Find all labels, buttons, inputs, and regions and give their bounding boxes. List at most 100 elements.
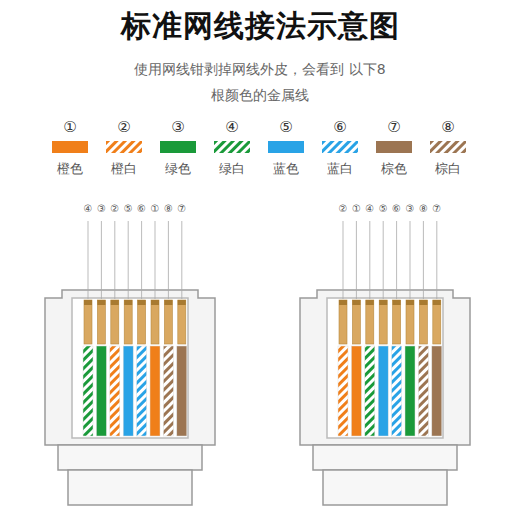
gold-contact [393,300,401,344]
legend-text: 绿色 [165,160,191,178]
pin-number: ⑦ [177,203,186,214]
pin-number: ④ [84,203,93,214]
swatch-fill [106,141,142,153]
swatch-fill [430,141,466,153]
gold-contact [138,300,146,344]
legend-swatch [214,141,250,153]
wire [123,346,133,436]
legend-text: 棕白 [435,160,461,178]
wire [96,346,106,436]
wire [150,346,160,436]
wire [432,346,442,436]
legend-swatch [106,141,142,153]
contact-tip [138,300,146,305]
leader-line [436,221,437,299]
legend-text: 绿白 [219,160,245,178]
gold-contact [124,300,132,344]
rj45-left [45,290,215,505]
leader-line [369,221,370,299]
leader-line [88,221,89,299]
gold-contact [406,300,414,344]
leader-line [343,221,344,299]
pin-number: ③ [97,203,106,214]
contact-tip [84,300,92,305]
callout-number: ⑦ [387,118,400,136]
gold-contact [151,300,159,344]
legend-text: 橙色 [57,160,83,178]
legend-swatch [322,141,358,153]
pin-number: ⑧ [419,203,428,214]
pin-number: ③ [406,203,415,214]
pin-number: ② [110,203,119,214]
wire [110,346,120,436]
contact-tip [124,300,132,305]
swatch-fill [52,141,88,153]
contact-tip [419,300,427,305]
leader-line [155,221,156,299]
swatch-fill [160,141,196,153]
wire [418,346,428,436]
wire [137,346,147,436]
contact-tip [164,300,172,305]
pin-number: ② [339,203,348,214]
legend-text: 蓝白 [327,160,353,178]
pin-number: ⑤ [124,203,133,214]
gold-contact [84,300,92,344]
contact-tip [151,300,159,305]
swatch-fill [322,141,358,153]
swatch-fill [268,141,304,153]
pin-number: ⑥ [392,203,401,214]
contact-tip [111,300,119,305]
legend-text: 橙白 [111,160,137,178]
wire [378,346,388,436]
pin-number: ① [151,203,160,214]
legend-swatch [376,141,412,153]
pin-number: ⑥ [137,203,146,214]
leader-line [168,221,169,299]
callout-number: ① [63,118,76,136]
leader-line [410,221,411,299]
contact-tip [393,300,401,305]
gold-contact [366,300,374,344]
title: 标准网线接法示意图 [0,6,520,47]
gold-contact [352,300,360,344]
contact-tip [352,300,360,305]
leader-line [181,221,182,299]
legend-text: 蓝色 [273,160,299,178]
gold-contact [164,300,172,344]
legend-text: 棕色 [381,160,407,178]
wire [163,346,173,436]
gold-contact [111,300,119,344]
leader-line [396,221,397,299]
legend-swatch [160,141,196,153]
wire [338,346,348,436]
leader-line [101,221,102,299]
gold-contact [433,300,441,344]
wire [405,346,415,436]
contact-tip [379,300,387,305]
swatch-fill [376,141,412,153]
caption: 使用网线钳剥掉网线外皮，会看到 以下8根颜色的金属线 [130,56,390,108]
contact-tip [339,300,347,305]
wire [83,346,93,436]
pin-number: ④ [365,203,374,214]
callout-number: ④ [225,118,238,136]
pin-number: ① [352,203,361,214]
legend-swatch [430,141,466,153]
pin-number: ⑤ [379,203,388,214]
legend-swatch [52,141,88,153]
callout-number: ⑤ [279,118,292,136]
leader-line [383,221,384,299]
pin-number: ⑦ [432,203,441,214]
contact-tip [366,300,374,305]
leader-line [114,221,115,299]
wires [83,221,442,436]
contact-tip [97,300,105,305]
callout-number: ③ [171,118,184,136]
leader-line [356,221,357,299]
wire [392,346,402,436]
wire [351,346,361,436]
leader-line [141,221,142,299]
